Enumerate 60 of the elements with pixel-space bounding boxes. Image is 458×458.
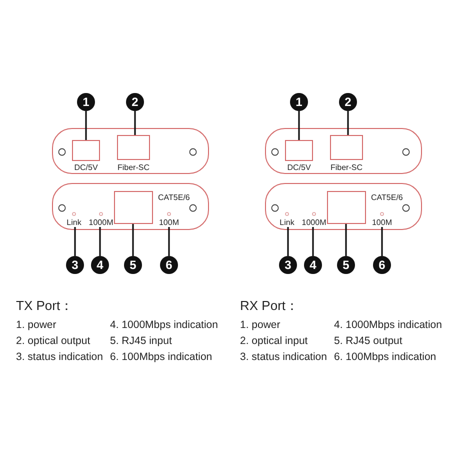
device-panel (265, 128, 422, 174)
callout-number: 5 (124, 256, 142, 274)
callout-number: 4 (304, 256, 322, 274)
legend-item: 4. 1000Mbps indication (334, 319, 442, 331)
port-socket (327, 191, 366, 224)
led-indicator: 1000M (299, 205, 329, 227)
legend-item: 4. 1000Mbps indication (110, 319, 218, 331)
callout-number: 4 (91, 256, 109, 274)
port-label: DC/5V (73, 163, 99, 172)
led-indicator: Link (62, 207, 86, 227)
leader-line (381, 227, 383, 256)
leader-line (312, 227, 314, 256)
leader-line (345, 224, 347, 256)
legend-item: 5. RJ45 output (334, 335, 402, 347)
legend-item: 1. power (240, 319, 280, 331)
port-socket (330, 135, 363, 160)
legend-item: 6. 100Mbps indication (110, 351, 212, 363)
callout-number: 1 (77, 93, 95, 111)
port-socket (285, 140, 313, 161)
led-indicator: Link (275, 207, 299, 227)
section-heading: RX Port： (240, 297, 299, 315)
legend-item: 1. power (16, 319, 56, 331)
led-indicator: 100M (368, 207, 396, 227)
device-panel (52, 183, 209, 230)
legend-item: 3. status indication (240, 351, 327, 363)
leader-line (298, 111, 300, 140)
legend-item: 2. optical output (16, 335, 90, 347)
port-socket (117, 135, 150, 160)
callout-number: 6 (160, 256, 178, 274)
callout-number: 5 (337, 256, 355, 274)
device-panel (52, 128, 209, 174)
led-indicator: 1000M (86, 205, 116, 227)
port-socket (72, 140, 100, 161)
callout-number: 3 (279, 256, 297, 274)
legend-item: 6. 100Mbps indication (334, 351, 436, 363)
leader-line (134, 111, 136, 135)
legend-item: 2. optical input (240, 335, 308, 347)
callout-number: 1 (290, 93, 308, 111)
leader-line (287, 227, 289, 256)
callout-number: 6 (373, 256, 391, 274)
port-socket (114, 191, 153, 224)
port-label: DC/5V (286, 163, 312, 172)
cable-type-label: CAT5E/6 (158, 193, 190, 202)
leader-line (168, 227, 170, 256)
port-label: Fiber-SC (329, 163, 364, 172)
leader-line (74, 227, 76, 256)
port-label: Fiber-SC (116, 163, 150, 172)
callout-number: 2 (339, 93, 357, 111)
leader-line (85, 111, 87, 140)
leader-line (99, 227, 101, 256)
callout-number: 2 (126, 93, 144, 111)
legend-item: 5. RJ45 input (110, 335, 172, 347)
led-indicator: 100M (155, 207, 183, 227)
cable-type-label: CAT5E/6 (371, 193, 403, 202)
legend-item: 3. status indication (16, 351, 103, 363)
leader-line (347, 111, 349, 135)
section-heading: TX Port： (16, 297, 74, 315)
device-panel (265, 183, 422, 230)
callout-number: 3 (66, 256, 84, 274)
leader-line (132, 224, 134, 256)
